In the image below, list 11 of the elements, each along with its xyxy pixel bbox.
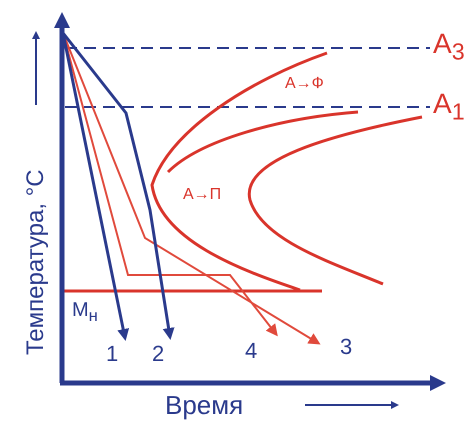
curve-number: 1: [106, 343, 118, 365]
axis-title: Время: [165, 392, 244, 418]
transformation-label: А→П: [183, 187, 222, 203]
curve-number: 3: [340, 336, 352, 358]
critical-point-label: А$_{3}$: [433, 30, 465, 64]
curve-number: 4: [245, 340, 258, 362]
transformation-label: А→Ф: [285, 76, 324, 92]
curve-number: 2: [152, 343, 164, 365]
critical-point-label: А$_{1}$: [433, 90, 465, 124]
axis-title: Температура, °С: [24, 169, 48, 355]
martensite-start-label: М$_{н}$: [72, 300, 98, 325]
